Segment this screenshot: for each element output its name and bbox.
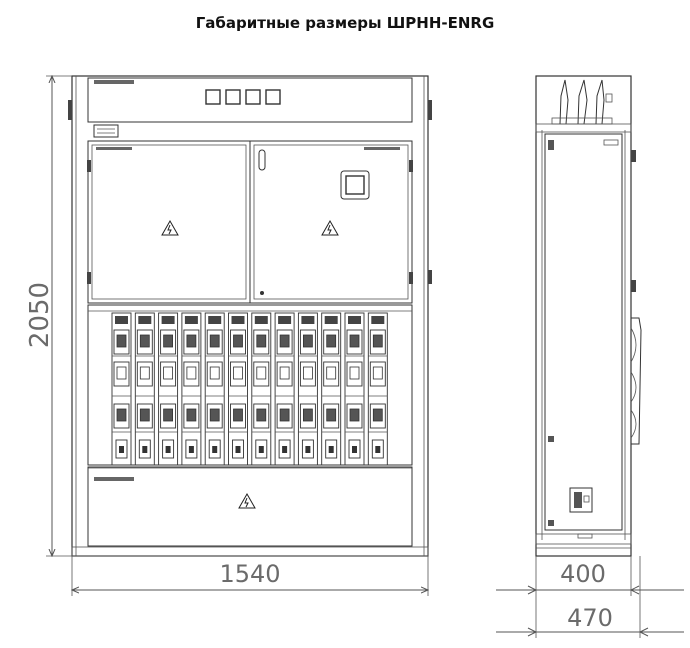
fuse-switch-unit — [344, 312, 365, 466]
fuse-switch-unit — [297, 312, 318, 466]
cabinet-plinth — [71, 546, 429, 557]
fuse-switch-unit — [228, 312, 248, 466]
fuse-switch-unit — [321, 312, 342, 466]
depth-body-dimension: 400 — [560, 560, 606, 588]
fuse-switch-unit — [181, 312, 202, 466]
side-bottom-rail — [535, 533, 632, 545]
hinge — [87, 272, 91, 284]
depth-total-dimension: 470 — [567, 604, 613, 632]
side-panel — [544, 133, 623, 531]
hinge — [409, 160, 413, 172]
door-handle — [258, 149, 266, 171]
dimension-lines: 2050 1540 400 470 — [25, 76, 684, 638]
top-panel-label — [94, 80, 134, 84]
side-top-rail — [535, 123, 632, 133]
fuse-switch-unit — [367, 312, 388, 466]
fuse-switch-unit — [251, 312, 272, 466]
left-door-label — [96, 147, 132, 150]
indicator-window — [225, 89, 241, 105]
high-voltage-warning-icon — [161, 220, 179, 236]
side-view — [535, 75, 642, 557]
width-dimension: 1540 — [219, 560, 280, 588]
fuse-switch-unit — [111, 312, 132, 466]
fuse-switch-unit — [134, 312, 155, 466]
hinge — [409, 272, 413, 284]
indicator-window — [205, 89, 221, 105]
right-door-label — [364, 147, 400, 150]
indicator-window — [245, 89, 261, 105]
fuse-switch-unit — [204, 312, 225, 466]
fuse-switch-icon — [569, 487, 593, 513]
high-voltage-warning-icon — [321, 220, 339, 236]
right-door — [249, 140, 413, 304]
side-handles — [631, 317, 642, 445]
drawing-title: Габаритные размеры ШРНН-ENRG — [195, 14, 495, 32]
high-voltage-warning-icon — [238, 493, 256, 509]
top-panel — [87, 77, 413, 123]
meter-window — [340, 170, 370, 200]
fuse-switch-unit — [274, 312, 295, 466]
fuse-switch-unit — [158, 312, 179, 466]
fuse-section — [87, 304, 413, 466]
bottom-panel-label — [94, 477, 134, 481]
indicator-window — [265, 89, 281, 105]
side-outline — [535, 75, 632, 557]
door-lock — [260, 291, 264, 295]
cable-terminal — [595, 79, 605, 125]
height-dimension: 2050 — [25, 282, 55, 348]
nameplate — [93, 124, 119, 138]
cable-terminal — [577, 79, 588, 125]
front-view — [68, 75, 432, 557]
cable-terminal — [559, 79, 569, 125]
fuse-switch-row — [111, 312, 388, 466]
hinge — [87, 160, 91, 172]
bottom-panel — [87, 466, 413, 547]
